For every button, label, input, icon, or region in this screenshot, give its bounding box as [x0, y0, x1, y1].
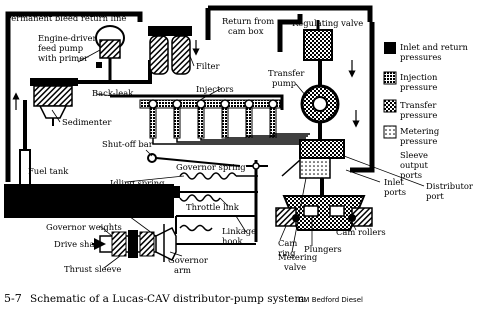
- transfer-pump: [300, 60, 340, 140]
- distributor-rotor: [282, 139, 366, 231]
- inlet-ports-label-2: ports: [384, 187, 406, 197]
- governor-arm: [246, 160, 268, 242]
- thrust-sleeve-label: Thrust sleeve: [64, 264, 121, 274]
- throttle-link-label: Throttle link: [186, 202, 240, 212]
- metering-valve-label-2: valve: [283, 262, 306, 272]
- legend-transfer-1: Transfer: [400, 100, 436, 110]
- governor-spring: [179, 172, 258, 180]
- caption-text: Schematic of a Lucas-CAV distributor-pum…: [30, 293, 308, 305]
- distributor-port-label-2: port: [426, 191, 444, 201]
- governor-spring-label: Governor spring: [176, 162, 246, 172]
- linkage-hook: [175, 215, 256, 234]
- flow-arrows: [12, 40, 360, 128]
- plungers-label: Plungers: [304, 244, 342, 254]
- fuel-tank-label: Fuel tank: [28, 166, 69, 176]
- legend-swatch-injection: [383, 71, 397, 85]
- caption-credit: GM Bedford Diesel: [298, 296, 363, 304]
- cam-ring-label-2: ring: [278, 248, 296, 258]
- regulating-valve-label: Regulating valve: [292, 18, 363, 28]
- legend-injection-2: pressure: [400, 82, 437, 92]
- leader-lines: [51, 49, 425, 269]
- injectors: [139, 99, 281, 139]
- transfer-pump-label-2: pump: [272, 78, 296, 88]
- drive-shaft-label: Drive shaft: [54, 239, 102, 249]
- filter: [148, 26, 192, 75]
- shut-off-bar-label: Shut-off bar: [102, 139, 153, 149]
- legend-metering-1: Metering: [400, 126, 440, 136]
- transfer-pump-label-1: Transfer: [268, 68, 304, 78]
- shut-off-bar: [147, 153, 241, 167]
- injectors-label: Injectors: [196, 84, 234, 94]
- legend-swatch-transfer: [383, 99, 397, 113]
- permanent-bleed-label: Permanent bleed return line: [6, 13, 126, 23]
- linkage-hook-label-1: Linkage: [222, 226, 256, 236]
- legend-metering-2: pressure: [400, 136, 437, 146]
- fuel-tank: [4, 100, 174, 218]
- caption-number: 5-7: [4, 292, 22, 305]
- filter-label: Filter: [196, 61, 220, 71]
- plungers: [303, 205, 345, 217]
- governor-arm-label-1: Governor: [168, 255, 208, 265]
- legend-swatch-metering: [383, 125, 397, 139]
- feed-pump-label-2: feed pump: [38, 43, 83, 53]
- inlet-ports-label-1: Inlet: [384, 177, 404, 187]
- distributor-port-label-1: Distributor: [426, 181, 473, 191]
- governor-weights-label: Governor weights: [46, 222, 122, 232]
- metering-valve-label-1: Metering: [278, 252, 318, 262]
- sedimenter-label: Sedimenter: [62, 117, 111, 127]
- idling-spring-label: Idling spring: [110, 178, 165, 188]
- back-leak-label: Back-leak: [92, 88, 134, 98]
- governor-arm-label-2: arm: [174, 265, 191, 275]
- linkage-hook-label-2: hook: [222, 236, 243, 246]
- feed-pump: [95, 25, 125, 70]
- legend-sleeve-2: output: [400, 160, 429, 170]
- legend-injection-1: Injection: [400, 72, 438, 82]
- legend-inlet-2: pressures: [400, 52, 442, 62]
- return-cam-box-label-2: cam box: [228, 26, 264, 36]
- sedimenter: [30, 78, 78, 126]
- injection-pipes: [152, 133, 310, 145]
- cam-rollers-label: Cam rollers: [336, 227, 386, 237]
- legend-inlet-1: Inlet and return: [400, 42, 468, 52]
- legend-sleeve-1: Sleeve: [400, 150, 428, 160]
- pivot-label: Pivot: [118, 208, 140, 218]
- feed-line: [78, 60, 152, 84]
- return-cam-box-label-1: Return from: [222, 16, 274, 26]
- return-pipework: [5, 5, 375, 182]
- cam-ring-label-1: Cam: [278, 238, 297, 248]
- feed-pump-label-3: with primer: [38, 53, 88, 63]
- feed-pump-label-1: Engine-driven: [38, 33, 98, 43]
- regulating-valve: [303, 20, 333, 61]
- legend: Inlet and return pressures Injection pre…: [383, 42, 468, 180]
- cam-ring: [275, 207, 373, 227]
- throttle-link: [160, 186, 258, 202]
- legend-sleeve-3: ports: [400, 170, 422, 180]
- legend-swatch-inlet: [384, 42, 396, 54]
- legend-transfer-2: pressure: [400, 110, 437, 120]
- back-leak-line: [110, 94, 284, 110]
